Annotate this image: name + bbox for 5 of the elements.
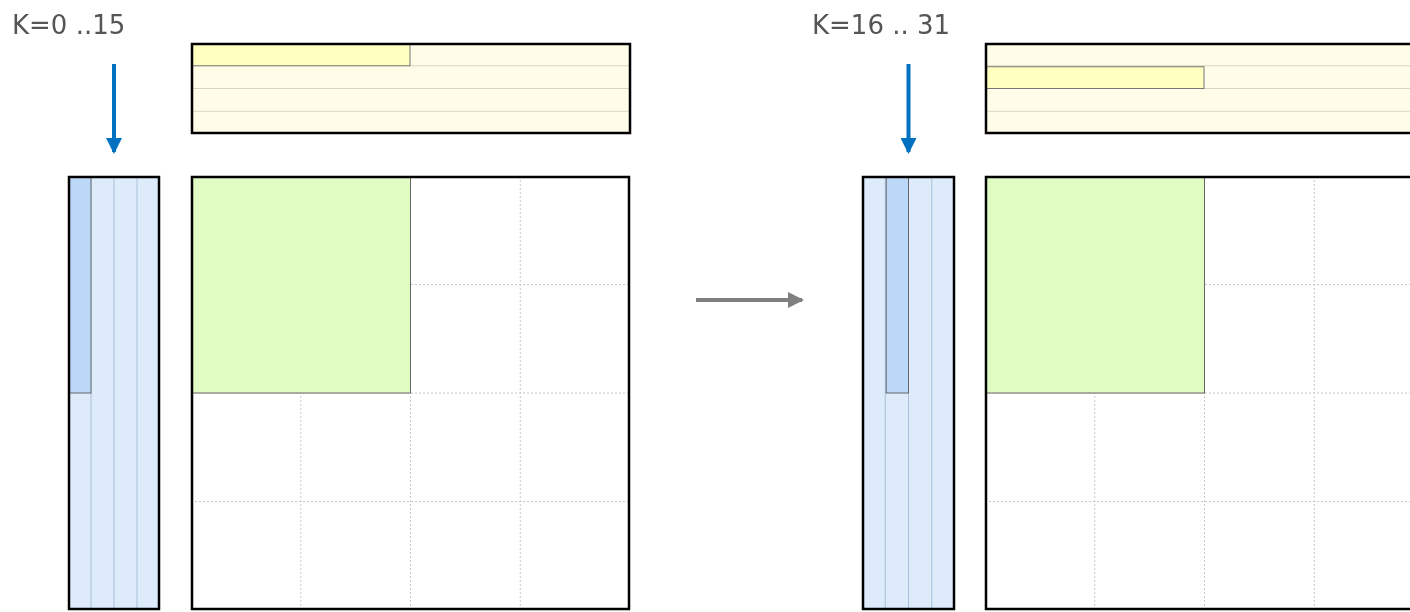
arrow	[900, 64, 917, 154]
arrow	[106, 64, 122, 154]
range-label: K=0 ..15	[12, 10, 126, 40]
arrow	[696, 292, 804, 308]
range-label: K=16 .. 31	[812, 10, 951, 40]
